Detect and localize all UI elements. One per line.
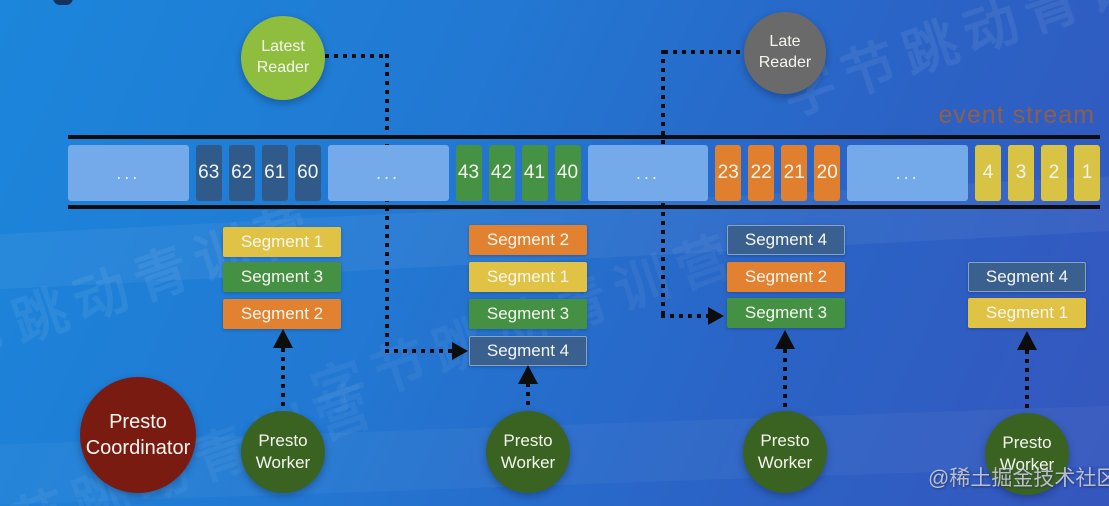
worker3-arrow-line	[783, 349, 787, 410]
presto-worker-node: Presto Worker	[985, 413, 1069, 495]
segment-box: Segment 2	[469, 225, 587, 255]
stream-cell: 61	[261, 145, 288, 201]
segment-box: Segment 1	[968, 298, 1086, 328]
worker2-arrowhead	[518, 365, 538, 384]
worker-label-line1: Presto	[258, 430, 308, 450]
stream-cell: 40	[554, 145, 581, 201]
presto-worker-node: Presto Worker	[486, 411, 570, 493]
coordinator-label-line2: Coordinator	[85, 437, 191, 459]
connector-latest-reader-vertical	[385, 54, 389, 351]
worker4-arrow-line	[1025, 350, 1029, 412]
stream-cell-ellipsis: ...	[847, 145, 968, 201]
presto-worker-node: Presto Worker	[743, 411, 827, 493]
worker-label-line2: Worker	[999, 455, 1055, 474]
stream-cell: 4	[975, 145, 1001, 201]
stream-cell: 1	[1074, 145, 1100, 201]
stream-border-top	[68, 135, 1100, 139]
stream-cell-ellipsis: ...	[327, 145, 449, 201]
worker1-arrow-line	[281, 348, 285, 410]
stream-cell: 63	[195, 145, 222, 201]
late-reader-label-line2: Reader	[758, 54, 812, 71]
stream-cell: 2	[1041, 145, 1067, 201]
late-reader-node: Late Reader	[744, 12, 826, 94]
worker-label-line1: Presto	[1002, 432, 1052, 452]
screen-edge-artifact	[53, 0, 73, 5]
segment-box: Segment 3	[727, 298, 845, 328]
segment-box: Segment 2	[727, 262, 845, 292]
segment-box: Segment 4	[727, 225, 845, 255]
stream-cell: 21	[781, 145, 808, 201]
coordinator-label-line1: Presto	[109, 411, 167, 433]
worker-label-line2: Worker	[757, 453, 813, 472]
stream-cell: 20	[814, 145, 841, 201]
latest-reader-label-line1: Latest	[261, 38, 305, 56]
segment-box: Segment 4	[469, 336, 587, 366]
worker-label-line2: Worker	[500, 453, 556, 472]
segment-box: Segment 1	[223, 227, 341, 257]
worker2-arrow-line	[526, 383, 530, 410]
stream-cell: 42	[488, 145, 515, 201]
late-reader-label-line1: Late	[769, 33, 801, 51]
stream-cell-ellipsis: ...	[587, 145, 709, 201]
worker4-arrowhead	[1017, 331, 1037, 350]
stream-cell-ellipsis: ...	[68, 145, 189, 201]
segment-box: Segment 2	[223, 299, 341, 329]
stream-cell: 22	[748, 145, 775, 201]
latest-reader-node: Latest Reader	[241, 16, 325, 100]
connector-latest-reader-arrowhead	[452, 342, 468, 360]
presto-coordinator-node: Presto Coordinator	[80, 377, 196, 493]
presto-worker-node: Presto Worker	[241, 411, 325, 493]
connector-late-reader-arrowhead	[708, 307, 724, 325]
worker-label-line1: Presto	[760, 430, 810, 450]
connector-late-reader-bottom	[661, 314, 709, 318]
worker3-arrowhead	[775, 330, 795, 349]
stream-cell: 23	[715, 145, 742, 201]
worker1-arrowhead	[273, 329, 293, 348]
connector-latest-reader-bottom	[385, 349, 453, 353]
event-stream-track: ... 63 62 61 60 ... 43 42 41 40 ... 23 2…	[68, 145, 1100, 201]
latest-reader-label-line2: Reader	[256, 59, 310, 76]
stream-cell: 62	[228, 145, 255, 201]
segment-box: Segment 3	[469, 299, 587, 329]
segment-box: Segment 3	[223, 262, 341, 292]
site-watermark: @稀土掘金技术社区	[928, 467, 1109, 490]
connector-latest-reader-top	[325, 54, 387, 58]
stream-cell: 3	[1008, 145, 1034, 201]
worker-label-line2: Worker	[255, 453, 311, 472]
segment-box: Segment 4	[968, 262, 1086, 292]
event-stream-label: event stream	[938, 101, 1095, 129]
segment-box: Segment 1	[469, 262, 587, 292]
worker-label-line1: Presto	[503, 430, 553, 450]
stream-border-bottom	[68, 205, 1100, 209]
stream-cell: 41	[521, 145, 548, 201]
stream-cell: 43	[455, 145, 482, 201]
stream-cell: 60	[294, 145, 321, 201]
connector-late-reader-top	[664, 50, 744, 54]
